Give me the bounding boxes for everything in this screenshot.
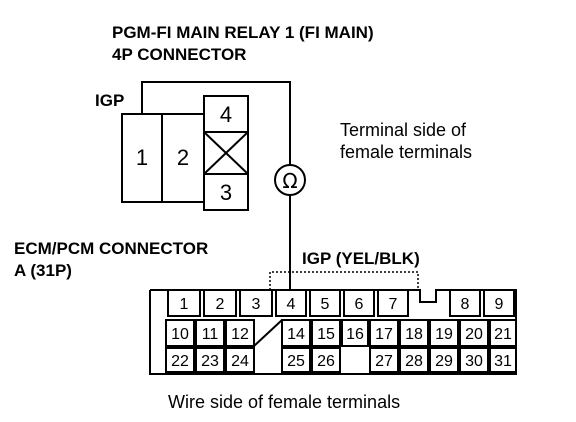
ecm-pin: 7 — [389, 296, 398, 313]
ecm-pin-cell — [167, 289, 201, 317]
terminal-side-note-line2: female terminals — [340, 142, 472, 162]
ecm-pin: 3 — [252, 296, 261, 313]
ecm-pin-cell — [195, 347, 225, 373]
ecm-pin-cell — [203, 289, 237, 317]
ecm-pin: 19 — [435, 326, 453, 343]
ecm-row-2: 10 11 12 14 15 16 17 18 19 20 21 — [165, 319, 517, 347]
ecm-pin-cell — [489, 319, 517, 347]
ecm-pin: 8 — [461, 296, 470, 313]
relay-pin-2: 2 — [177, 145, 189, 170]
ecm-pin-igp: 4 — [287, 296, 296, 313]
relay-to-meter-wire — [141, 81, 291, 166]
ecm-pin: 16 — [346, 326, 364, 343]
ecm-pin: 30 — [465, 353, 483, 370]
ecm-pin-cell — [225, 347, 255, 373]
ecm-pin: 1 — [180, 296, 189, 313]
ecm-pin-cell — [369, 347, 399, 373]
ecm-pin: 14 — [287, 326, 305, 343]
relay-title: PGM-FI MAIN RELAY 1 (FI MAIN) — [112, 23, 374, 42]
ecm-pin-cell — [459, 319, 489, 347]
relay-pin-2-cell — [161, 113, 205, 203]
relay-pin-1-cell — [121, 113, 163, 203]
ecm-pin-cell — [399, 347, 429, 373]
ecm-pin-cell — [195, 319, 225, 347]
ecm-pin: 26 — [317, 353, 335, 370]
ecm-connector-outline — [149, 289, 517, 375]
ecm-pin: 29 — [435, 353, 453, 370]
ecm-pin-cell — [311, 319, 341, 347]
ecm-pin: 22 — [171, 353, 189, 370]
ecm-pin-cell — [377, 289, 409, 317]
ecm-pin-cell — [275, 289, 307, 317]
ecm-title: ECM/PCM CONNECTOR — [14, 239, 208, 258]
ecm-pin-cell — [239, 289, 273, 317]
ecm-pin-cell — [281, 319, 311, 347]
ecm-pin-cell — [369, 319, 399, 347]
ecm-pin: 18 — [405, 326, 423, 343]
ecm-pin-cell — [343, 289, 375, 317]
ecm-pin: 5 — [321, 296, 330, 313]
ecm-pin: 11 — [202, 326, 219, 343]
ecm-pin-cell — [281, 347, 311, 373]
ecm-pin: 10 — [171, 326, 189, 343]
ecm-pin: 24 — [231, 353, 249, 370]
ecm-pin: 12 — [231, 326, 249, 343]
ecm-pin-cell — [449, 289, 481, 317]
relay-pin-3: 3 — [220, 180, 232, 205]
ecm-row-1: 1 2 3 4 5 6 7 8 9 — [167, 289, 515, 317]
blank-slash-line — [253, 319, 283, 347]
relay-pin-3-cell — [203, 173, 249, 211]
ecm-pin-cell — [309, 289, 341, 317]
ecm-pin: 23 — [201, 353, 219, 370]
ecm-pin-cell — [429, 319, 459, 347]
ecm-igp-wire-label: IGP (YEL/BLK) — [302, 249, 420, 268]
ecm-pin-cell — [429, 347, 459, 373]
ecm-pin-cell — [341, 319, 369, 347]
ecm-pin-cell — [225, 319, 255, 347]
ecm-pin-cell — [165, 347, 195, 373]
ecm-pin: 17 — [375, 326, 393, 343]
relay-4p-connector: 1 2 4 3 — [121, 95, 249, 211]
ohm-icon: Ω — [282, 169, 297, 193]
relay-connector-label: 4P CONNECTOR — [112, 45, 246, 64]
relay-pin-1: 1 — [136, 145, 148, 170]
ohmmeter-symbol: Ω — [274, 164, 306, 196]
ecm-pin: 6 — [355, 296, 364, 313]
ecm-pin: 28 — [405, 353, 423, 370]
terminal-side-note-line1: Terminal side of — [340, 120, 467, 140]
ecm-pin: 31 — [494, 353, 512, 370]
ecm-pin: 25 — [287, 353, 305, 370]
ecm-row-3: 22 23 24 25 26 27 28 29 30 31 — [165, 347, 517, 373]
ecm-pin: 21 — [494, 326, 512, 343]
ecm-pin-cell — [483, 289, 515, 317]
ecm-connector-label: A (31P) — [14, 261, 72, 280]
ecm-pin: 2 — [216, 296, 225, 313]
ecm-pin-cell — [165, 319, 195, 347]
ecm-pin-cell — [399, 319, 429, 347]
blank-cross-line — [203, 131, 249, 175]
relay-igp-label: IGP — [95, 91, 124, 110]
ecm-pin: 9 — [495, 296, 504, 313]
ecm-pin-cell — [311, 347, 341, 373]
ecm-pin: 15 — [317, 326, 335, 343]
ecm-pin: 27 — [375, 353, 393, 370]
ecm-pin-cell — [489, 347, 517, 373]
wire-side-note: Wire side of female terminals — [168, 392, 400, 412]
ecm-tab-outline — [269, 271, 419, 290]
ecm-pin: 20 — [465, 326, 483, 343]
ecm-pin-cell — [459, 347, 489, 373]
relay-pin-4: 4 — [220, 102, 232, 127]
